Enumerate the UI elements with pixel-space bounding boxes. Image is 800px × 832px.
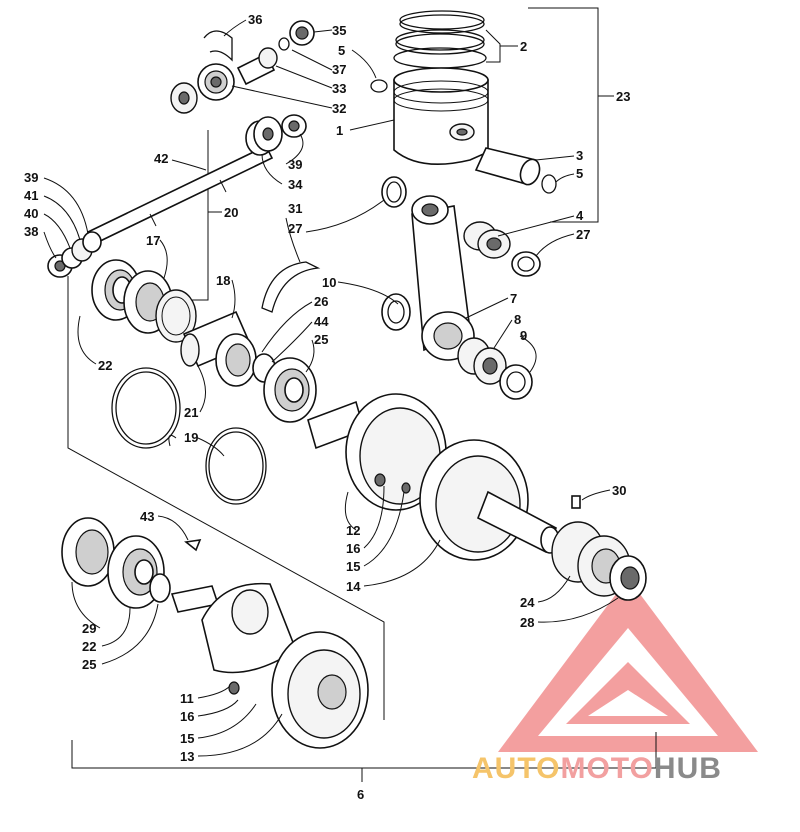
bearing-27-top (381, 176, 407, 208)
callout-9: 9 (520, 328, 527, 343)
crank-web-lower (170, 582, 369, 749)
seal-28 (609, 555, 647, 601)
callout-28: 28 (520, 615, 534, 630)
callout-13: 13 (180, 749, 194, 764)
washer-27-right (511, 251, 541, 277)
bearing-39-top (281, 114, 307, 138)
callout-17: 17 (146, 233, 160, 248)
callout-25-upper: 25 (314, 332, 328, 347)
callout-11: 11 (180, 691, 194, 706)
bearing-32 (197, 63, 235, 101)
callout-2: 2 (520, 39, 527, 54)
leader-lines (43, 19, 619, 757)
callout-22-lower: 22 (82, 639, 96, 654)
snap-ring-19b (205, 427, 267, 505)
callout-39-left: 39 (24, 170, 38, 185)
bearing-35 (289, 20, 315, 46)
callout-42: 42 (154, 151, 168, 166)
callout-24: 24 (520, 595, 535, 610)
callout-35: 35 (332, 23, 346, 38)
callout-15-lower: 15 (180, 731, 194, 746)
bearing-22-lower (107, 535, 165, 609)
callout-16-upper: 16 (346, 541, 360, 556)
callout-31: 31 (288, 201, 302, 216)
washer-37 (278, 37, 290, 51)
callout-43: 43 (140, 509, 154, 524)
callout-27-center: 27 (288, 221, 302, 236)
callout-36: 36 (248, 12, 262, 27)
piston-ring-lower (393, 29, 487, 69)
watermark-logo (498, 578, 758, 752)
crank-web-upper (307, 393, 560, 561)
shaft-42 (86, 144, 274, 246)
callout-30: 30 (612, 483, 626, 498)
connecting-rod-7 (411, 195, 475, 361)
watermark-auto: AUTO (472, 752, 560, 785)
piston-pin (474, 147, 541, 186)
needle-bearing-8 (457, 337, 507, 385)
circlip-top (370, 79, 388, 93)
ring-25-lower (149, 573, 171, 603)
callout-21: 21 (184, 405, 198, 420)
key-43 (184, 539, 202, 552)
callout-7: 7 (510, 291, 517, 306)
watermark-hub: HUB (654, 752, 722, 785)
callout-12: 12 (346, 523, 360, 538)
seal-29 (61, 517, 115, 587)
callout-37: 37 (332, 62, 346, 77)
callout-41: 41 (24, 188, 38, 203)
washer-10 (381, 293, 411, 331)
callout-16-lower: 16 (180, 709, 194, 724)
gear-bevel (170, 82, 198, 114)
snap-ring-36 (203, 30, 233, 62)
callout-20: 20 (224, 205, 238, 220)
piston (393, 67, 489, 165)
callout-4: 4 (576, 208, 584, 223)
callout-25-lower: 25 (82, 657, 96, 672)
washer-9 (499, 364, 533, 400)
callout-33: 33 (332, 81, 346, 96)
watermark-text: AUTOMOTOHUB (472, 752, 722, 785)
gear-34 (245, 116, 283, 156)
callout-27-right: 27 (576, 227, 590, 242)
callout-3: 3 (576, 148, 583, 163)
callout-40: 40 (24, 206, 38, 221)
callout-19: 19 (184, 430, 198, 445)
pinion-gear-33 (236, 47, 278, 86)
snap-ring-19a (111, 367, 181, 449)
bracket-lines (67, 7, 657, 782)
callout-22-upper: 22 (98, 358, 112, 373)
shaft-end-stack (47, 231, 102, 278)
callout-39-top: 39 (288, 157, 302, 172)
callout-34: 34 (288, 177, 303, 192)
callout-6: 6 (357, 787, 364, 802)
callout-26: 26 (314, 294, 328, 309)
callout-labels: 36 35 5 37 33 32 1 2 23 3 5 42 39 34 39 … (24, 12, 630, 802)
callout-14: 14 (346, 579, 361, 594)
callout-18: 18 (216, 273, 230, 288)
needle-bearing-4 (463, 221, 511, 259)
callout-1: 1 (336, 123, 343, 138)
seal-26 (215, 333, 257, 387)
callout-29: 29 (82, 621, 96, 636)
dowel-pin-30 (571, 495, 581, 509)
callout-44: 44 (314, 314, 329, 329)
snap-ring-31 (261, 261, 321, 313)
callout-5-right: 5 (576, 166, 583, 181)
bearing-25-upper (263, 357, 317, 423)
callout-38: 38 (24, 224, 38, 239)
callout-8: 8 (514, 312, 521, 327)
piston-ring-upper (399, 10, 485, 34)
callout-15-upper: 15 (346, 559, 360, 574)
drive-gear (155, 289, 197, 343)
callout-5-top: 5 (338, 43, 345, 58)
circlip-right (541, 174, 557, 194)
watermark-moto: MOTO (560, 752, 653, 785)
callout-10: 10 (322, 275, 336, 290)
callout-32: 32 (332, 101, 346, 116)
callout-23: 23 (616, 89, 630, 104)
